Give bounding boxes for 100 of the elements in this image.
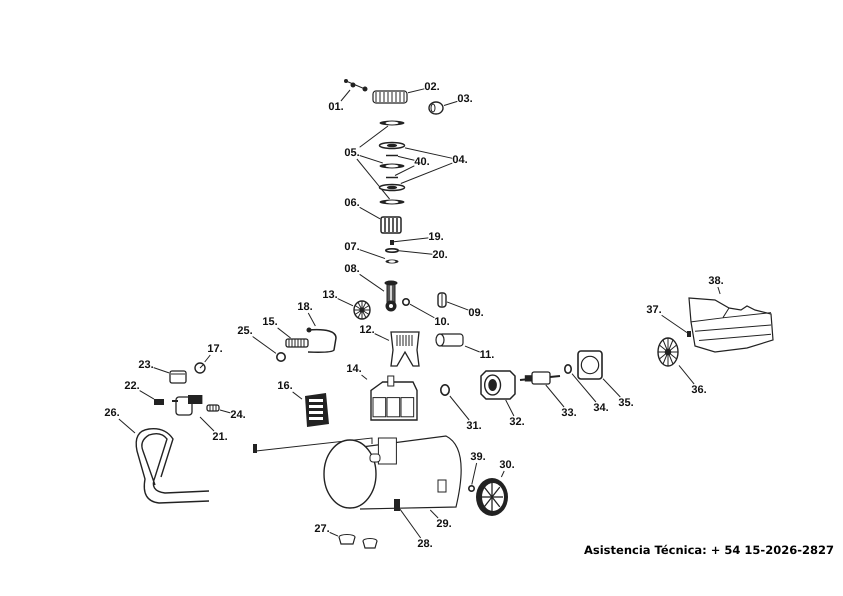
foot-drawing [338,534,356,546]
leader-line [602,378,621,398]
callout-number: 23. [138,359,154,371]
leader-line [337,298,354,306]
screw-set-drawing [343,78,367,90]
callout-number: 37. [646,304,662,316]
callout-number: 30. [499,459,515,471]
pin-drawing [390,240,394,244]
callout-number: 29. [436,518,452,530]
leader-line [505,400,514,416]
leader-line [471,462,478,485]
leader-line [359,274,384,292]
reed-valve-drawing [386,176,398,178]
valve-plate-drawing [379,142,405,148]
callout-number: 02. [424,81,440,93]
callout-number: 22. [124,380,140,392]
air-filter-drawing [302,392,330,428]
leader-line [400,162,453,184]
callout-number: 03. [457,93,473,105]
leader-line [204,354,211,362]
leader-line [153,367,170,374]
fan-drawing [353,300,371,320]
leader-line [464,346,480,353]
leader-line [220,409,231,414]
rotor-drawing [520,371,560,385]
leader-line [500,470,505,478]
bearing-drawing [564,364,572,374]
manifold-drawing [172,393,204,417]
eccentric-drawing [437,292,447,308]
callout-number: 36. [691,384,707,396]
callout-number: 07. [344,241,360,253]
leader-line [359,206,380,220]
callout-number: 40. [414,156,430,168]
leader-line [118,418,136,434]
cylinder-drawing [380,216,402,234]
gasket-drawing [379,120,405,126]
leader-line [545,384,565,408]
screw-drawing [468,484,474,492]
callout-number: 10. [434,316,450,328]
leader-line [252,336,276,354]
callout-number: 09. [468,307,484,319]
leader-line [200,416,214,432]
piston-rod-drawing [384,280,398,312]
gauge-drawing [194,362,206,374]
fitting-drawing [285,338,309,348]
callout-number: 05. [344,147,360,159]
callout-number: 34. [593,402,609,414]
leader-line [446,301,469,311]
reed-valve-drawing [386,154,398,156]
callout-number: 08. [344,263,360,275]
callout-number: 26. [104,407,120,419]
pressure-switch-drawing [169,368,187,384]
leader-line [139,390,154,400]
wheel-drawing [475,477,509,517]
callout-number: 06. [344,197,360,209]
fan-drawing [657,337,679,367]
callout-number: 13. [322,289,338,301]
bearing-drawing [402,298,410,306]
callout-number: 17. [207,343,223,355]
leader-line [449,396,470,420]
leader-line [410,304,435,318]
ring-drawing [385,258,399,264]
callout-number: 12. [359,324,375,336]
leader-line [678,364,695,384]
callout-number: 19. [428,231,444,243]
callout-number: 18. [297,301,313,313]
screw-drawing [687,331,691,337]
leader-line [308,312,316,326]
callout-number: 01. [328,101,344,113]
callout-number: 21. [212,431,228,443]
leader-line [404,147,453,159]
leader-line [292,391,302,400]
fitting-drawing [276,352,286,362]
leader-line [359,154,384,164]
leader-line [394,237,429,242]
end-cover-drawing [577,350,603,380]
callout-number: 27. [314,523,330,535]
leader-line [361,374,368,380]
callout-number: 35. [618,397,634,409]
gasket-drawing [379,163,405,169]
leader-line [340,90,351,102]
callout-number: 24. [230,409,246,421]
callout-number: 38. [708,275,724,287]
callout-number: 20. [432,249,448,261]
callout-number: 28. [417,538,433,550]
capacitor-drawing [435,333,465,347]
leader-line [444,100,458,106]
leader-line [572,373,596,402]
leader-line [277,327,292,338]
leader-line [374,333,390,341]
leader-line [430,510,439,518]
bearing-drawing [440,384,450,396]
callout-number: 32. [509,416,525,428]
valve-plate-drawing [379,184,405,190]
head-cover-drawing [372,89,408,105]
callout-number: 04. [452,154,468,166]
gasket-drawing [379,199,405,205]
screw-drawing [394,499,400,511]
leader-line [356,158,390,200]
leader-line [359,249,386,260]
